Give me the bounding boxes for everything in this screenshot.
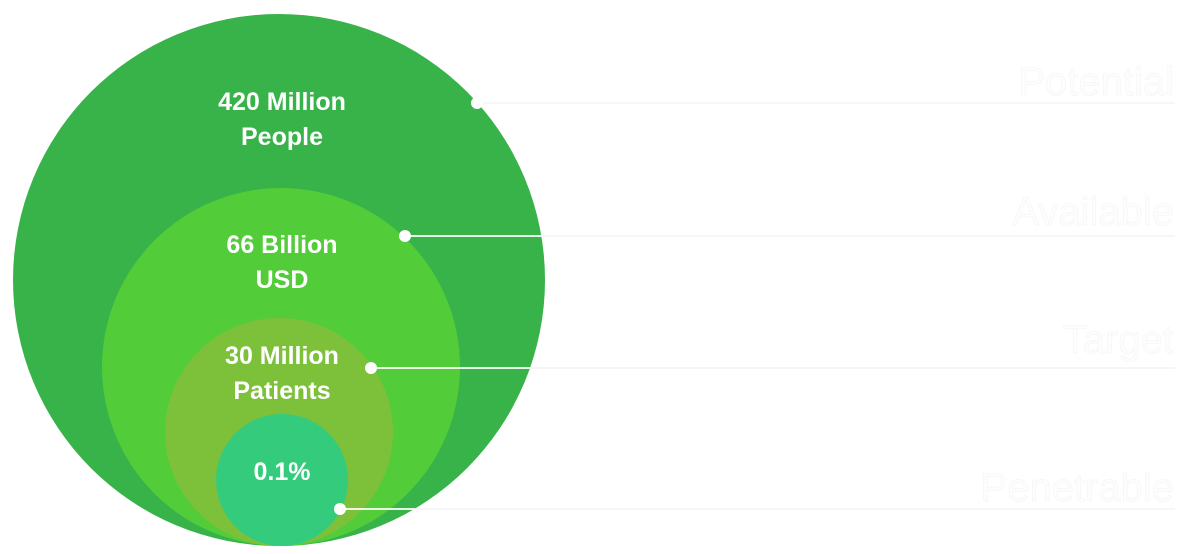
label-target-line1: 30 Million [225, 342, 339, 370]
dot-available [399, 230, 411, 242]
label-penetrable: 0.1% [162, 455, 402, 490]
dot-penetrable [334, 503, 346, 515]
label-penetrable-line1: 0.1% [253, 458, 311, 486]
dot-target [365, 362, 377, 374]
label-potential-line2: People [241, 123, 323, 151]
label-available-line2: USD [255, 266, 309, 294]
category-penetrable: Penetrable [980, 466, 1174, 511]
label-potential-line1: 420 Million [218, 88, 346, 116]
category-potential: Potential [1018, 60, 1174, 105]
label-target-line2: Patients [233, 377, 331, 405]
dot-potential [471, 97, 483, 109]
category-target: Target [1062, 318, 1175, 363]
category-available: Available [1012, 190, 1174, 235]
circle-penetrable [216, 414, 348, 546]
label-available: 66 Billion USD [162, 228, 402, 298]
label-available-line1: 66 Billion [226, 231, 338, 259]
label-potential: 420 Million People [162, 85, 402, 155]
label-target: 30 Million Patients [162, 339, 402, 409]
